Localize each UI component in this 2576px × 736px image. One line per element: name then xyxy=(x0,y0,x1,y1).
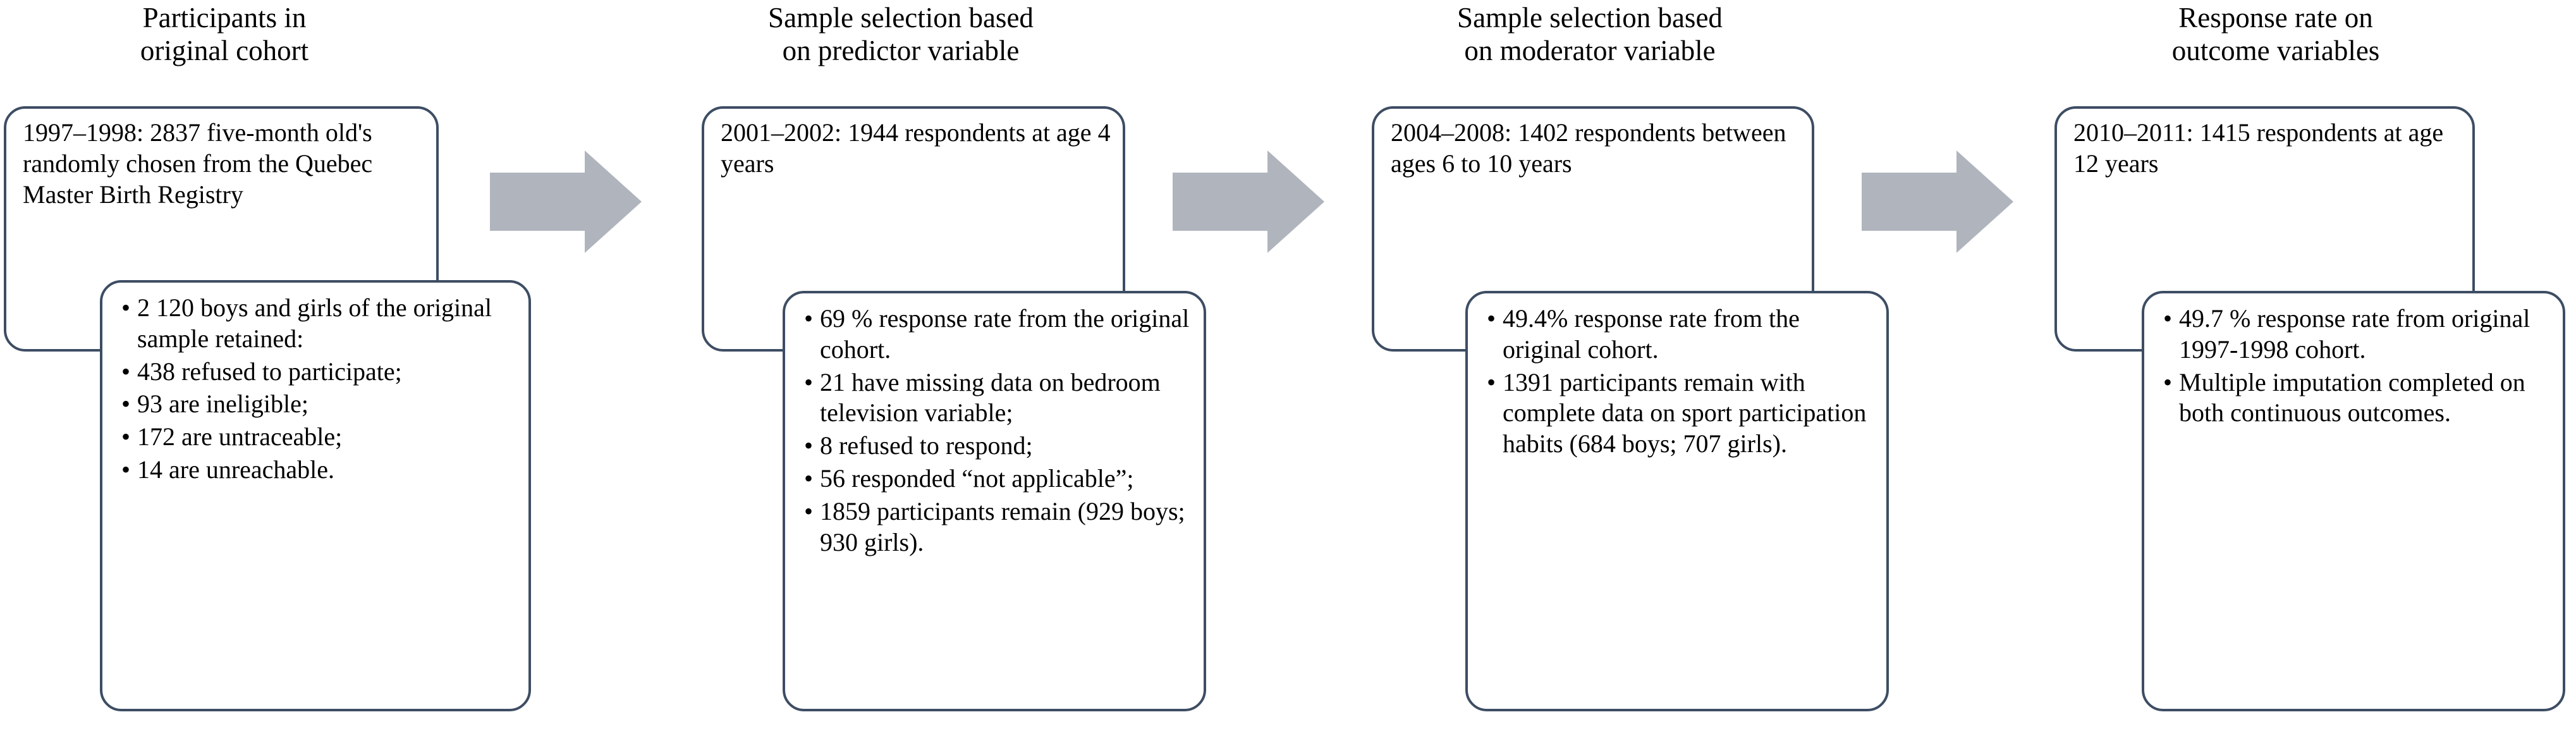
list-item: 8 refused to respond; xyxy=(804,431,1195,462)
right-block-arrow xyxy=(490,150,642,253)
list-item: 2 120 boys and girls of the original sam… xyxy=(121,293,520,355)
right-block-arrow xyxy=(1173,150,1324,253)
list-item: 1859 participants remain (929 boys; 930 … xyxy=(804,496,1195,558)
stage-box-2-top-text: 2001–2002: 1944 respondents at age 4 yea… xyxy=(721,118,1111,178)
stage-box-4-bottom: 49.7 % response rate from original 1997-… xyxy=(2142,291,2565,711)
list-item: 56 responded “not applicable”; xyxy=(804,463,1195,494)
stage-box-1-bullet-list: 2 120 boys and girls of the original sam… xyxy=(121,293,520,488)
column-heading-2: Sample selection based on predictor vari… xyxy=(768,2,1034,67)
stage-box-3-top-text: 2004–2008: 1402 respondents between ages… xyxy=(1391,118,1786,178)
column-heading-3: Sample selection based on moderator vari… xyxy=(1457,2,1723,67)
right-block-arrow xyxy=(1862,150,2013,253)
right-block-arrow-icon xyxy=(1862,150,2013,253)
right-block-arrow-icon xyxy=(1173,150,1324,253)
stage-box-1-bottom: 2 120 boys and girls of the original sam… xyxy=(100,280,531,711)
right-block-arrow-icon xyxy=(490,150,642,253)
list-item: Multiple imputation completed on both co… xyxy=(2163,367,2554,429)
column-heading-4: Response rate on outcome variables xyxy=(2171,2,2380,67)
column-heading-1: Participants in original cohort xyxy=(140,2,309,67)
stage-box-2-bullet-list: 69 % response rate from the original coh… xyxy=(804,304,1195,560)
list-item: 172 are untraceable; xyxy=(121,422,520,453)
list-item: 49.4% response rate from the original co… xyxy=(1487,304,1877,365)
list-item: 93 are ineligible; xyxy=(121,389,520,420)
list-item: 14 are unreachable. xyxy=(121,455,520,486)
list-item: 1391 participants remain with complete d… xyxy=(1487,367,1877,460)
stage-box-4-top-text: 2010–2011: 1415 respondents at age 12 ye… xyxy=(2073,118,2444,178)
list-item: 69 % response rate from the original coh… xyxy=(804,304,1195,365)
stage-box-3-bullet-list: 49.4% response rate from the original co… xyxy=(1487,304,1877,462)
list-item: 21 have missing data on bedroom televisi… xyxy=(804,367,1195,429)
list-item: 49.7 % response rate from original 1997-… xyxy=(2163,304,2554,365)
stage-box-3-bottom: 49.4% response rate from the original co… xyxy=(1465,291,1889,711)
stage-box-2-bottom: 69 % response rate from the original coh… xyxy=(783,291,1206,711)
stage-box-4-bullet-list: 49.7 % response rate from original 1997-… xyxy=(2163,304,2554,431)
stage-box-1-top-text: 1997–1998: 2837 five-month old's randoml… xyxy=(23,118,373,209)
list-item: 438 refused to participate; xyxy=(121,357,520,388)
